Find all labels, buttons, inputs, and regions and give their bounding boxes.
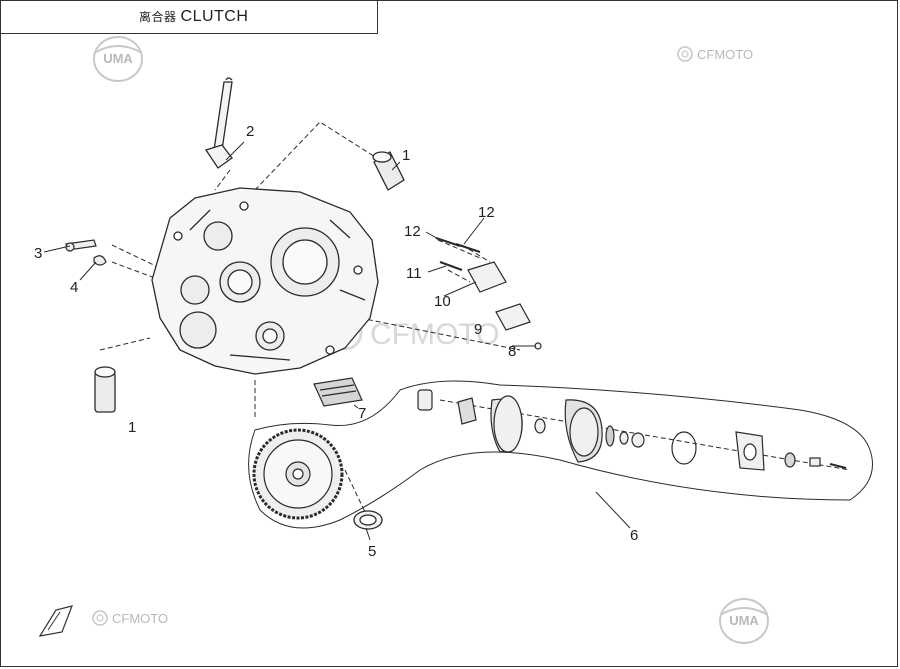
assembly-lines xyxy=(99,121,851,513)
title-english: CLUTCH xyxy=(180,8,249,25)
part-3-bolt xyxy=(65,239,97,252)
uma-logo-top-left: UMA xyxy=(93,36,143,82)
clutch-components xyxy=(417,389,847,471)
cfmoto-logo-text-bottom: CFMOTO xyxy=(112,611,168,626)
callout-9: 9 xyxy=(474,321,482,338)
watermark-text: CFMOTO xyxy=(370,318,499,351)
callout-7: 7 xyxy=(358,405,366,422)
callout-11: 11 xyxy=(406,265,422,282)
uma-logo-text: UMA xyxy=(103,51,133,66)
callout-labels: 1 1 2 3 4 5 6 7 8 9 10 11 12 12 xyxy=(34,123,638,560)
part-1-sleeve-bottom xyxy=(94,366,116,413)
crankcase-cover xyxy=(151,187,379,375)
part-4-clip xyxy=(93,255,107,266)
part-6-clutch-envelope xyxy=(248,380,873,529)
front-direction-icon xyxy=(38,605,73,637)
part-2-shaft xyxy=(204,77,233,169)
callout-3: 3 xyxy=(34,245,42,262)
leader-lines xyxy=(43,141,631,541)
callout-1-bottom: 1 xyxy=(128,419,136,436)
pump-cover-assembly xyxy=(435,237,542,350)
callout-4: 4 xyxy=(70,279,78,296)
cfmoto-logo-top-right: CFMOTO xyxy=(677,46,753,62)
cfmoto-logo-text: CFMOTO xyxy=(697,47,753,62)
callout-12-right: 12 xyxy=(478,204,495,221)
cfmoto-logo-bottom-left: CFMOTO xyxy=(92,610,168,626)
callout-5: 5 xyxy=(368,543,376,560)
part-5-circlip xyxy=(353,510,383,530)
callout-1-top: 1 xyxy=(402,147,410,164)
part-7-filter xyxy=(313,377,363,407)
uma-logo-bottom-right: UMA xyxy=(719,598,769,644)
callout-12-left: 12 xyxy=(404,223,421,240)
callout-10: 10 xyxy=(434,293,451,310)
uma-logo-text-bottom: UMA xyxy=(729,613,759,628)
part-gear-large xyxy=(252,428,344,520)
callout-8: 8 xyxy=(508,343,516,360)
part-1-sleeve-top xyxy=(372,151,405,191)
title-chinese: 离合器 xyxy=(139,10,177,24)
callout-2: 2 xyxy=(246,123,254,140)
callout-6: 6 xyxy=(630,527,638,544)
